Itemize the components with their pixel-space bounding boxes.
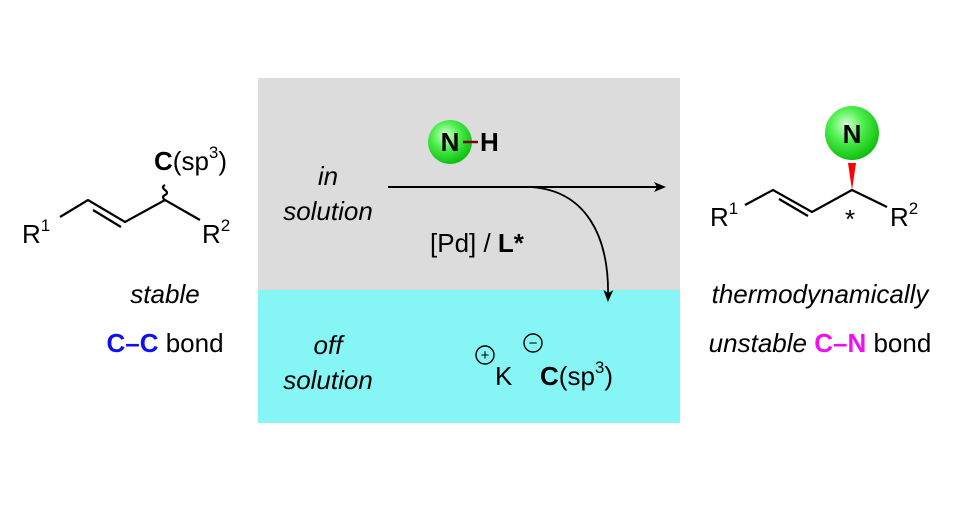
svg-text:R2: R2 [890,199,918,232]
off-solution-label: solution [283,365,373,395]
svg-text:K: K [495,361,513,391]
curved-arrow [529,186,614,302]
svg-text:R1: R1 [710,199,738,232]
off-label: off [314,330,346,360]
wavy-bond-icon [161,184,169,201]
svg-text:*: * [845,204,855,234]
cn-bond-caption: unstable C–N bond [709,328,932,358]
svg-text:R2: R2 [202,216,230,249]
plus-charge-icon [475,345,495,365]
cc-bond-caption: C–C bond [106,328,223,358]
in-label: in [318,161,338,191]
svg-text:+: + [481,347,490,364]
svg-text:N: N [441,127,460,157]
svg-text:H: H [480,127,499,157]
allylic-amine-product: N * R1 R2 [710,106,918,234]
svg-text:R1: R1 [22,216,50,249]
thermodynamically-caption: thermodynamically [712,279,931,309]
c-sp3-label: C(sp3) [154,143,227,176]
catalyst-label: [Pd] / L* [430,228,525,258]
svg-text:C(sp3): C(sp3) [540,358,613,391]
potassium-carbanion: + K − C(sp3) [475,333,613,391]
amine-nucleophile: N H [428,120,499,164]
svg-text:N: N [843,119,862,149]
stable-caption: stable [130,279,199,309]
wedge-bond [848,163,856,190]
off-solution-panel [258,290,680,423]
starting-alkene: R1 R2 C(sp3) [22,143,230,249]
in-solution-panel [258,78,680,290]
svg-text:−: − [529,335,538,352]
solution-label: solution [283,196,373,226]
minus-charge-icon [523,333,543,353]
